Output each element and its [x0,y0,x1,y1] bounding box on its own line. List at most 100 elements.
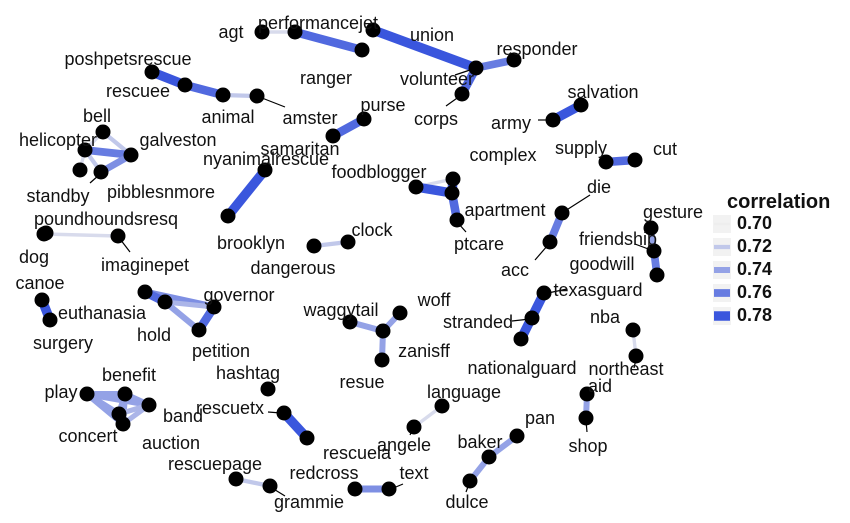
node-ranger [354,42,370,58]
node-label-poundhoundsresq: poundhoundsresq [34,209,178,229]
node-gesture [643,220,659,236]
legend-items: 0.700.720.740.760.78 [713,213,772,325]
node-label-gesture: gesture [643,202,703,222]
node-imaginepet [110,228,126,244]
node-responder [506,52,522,68]
node-resue [374,352,390,368]
node-euthanasia [137,284,153,300]
node-label-stranded: stranded [443,312,513,332]
node-label-texasguard: texasguard [553,280,642,300]
node-stranded [524,310,540,326]
node-label-helicopter: helicopter [19,130,97,150]
node-label-dulce: dulce [445,492,488,512]
legend: correlation 0.700.720.740.760.78 [713,191,830,325]
node-label-die: die [587,177,611,197]
node-label-salvation: salvation [567,82,638,102]
node-label-hold: hold [137,325,171,345]
node-foodblogger [408,179,424,195]
node-rescuetx [276,405,292,421]
node-benefit [117,386,133,402]
node-label-dog: dog [19,247,49,267]
node-die [554,205,570,221]
node-label-goodwill: goodwill [569,254,634,274]
node-label-northeast: northeast [588,359,663,379]
node-label-amster: amster [282,108,337,128]
node-label-poshpetsrescue: poshpetsrescue [64,49,191,69]
node-agt [254,24,270,40]
node-label-galveston: galveston [139,130,216,150]
node-label-foodblogger: foodblogger [331,162,426,182]
node-label-pibblesnmore: pibblesnmore [107,182,215,202]
node-label-euthanasia: euthanasia [58,303,147,323]
node-label-ranger: ranger [300,68,352,88]
node-hold [157,294,173,310]
edge-helicopter-galveston [81,146,135,159]
node-label-governor: governor [203,285,274,305]
node-label-zanisff: zanisff [398,341,451,361]
node-purse [356,111,372,127]
leader-line-amster [261,97,286,108]
node-pibblesnmore [72,162,88,178]
node-label-responder: responder [496,39,577,59]
node-cut [627,152,643,168]
node-rescuela [299,430,315,446]
edge-dog-imaginepet [42,232,120,238]
node-ptcare [449,212,465,228]
nodes-layer [34,22,665,497]
node-label-canoe: canoe [15,273,64,293]
node-label-concert: concert [58,426,117,446]
node-label-volunteer: volunteer [400,69,474,89]
node-language [434,398,450,414]
node-label-union: union [410,25,454,45]
node-union [365,22,381,38]
node-redcross [347,481,363,497]
node-texasguard [536,285,552,301]
node-label-text: text [399,463,428,483]
node-corps [454,86,470,102]
node-label-benefit: benefit [102,365,156,385]
node-dulce [462,473,478,489]
node-dangerous [306,238,322,254]
node-petition [191,322,207,338]
node-amster [249,88,265,104]
node-poshpetsrescue [144,64,160,80]
node-label-animal: animal [201,107,254,127]
node-label-baker: baker [457,432,502,452]
node-zanisff [375,323,391,339]
node-label-cut: cut [653,139,677,159]
node-label-complex: complex [469,145,536,165]
node-northeast [628,348,644,364]
node-label-rescuetx: rescuetx [196,398,264,418]
node-label-standby: standby [26,186,89,206]
node-label-rescuela: rescuela [323,443,392,463]
node-label-shop: shop [568,436,607,456]
node-canoe [34,292,50,308]
node-label-nyanimalrescue: nyanimalrescue [203,149,329,169]
node-label-rescuee: rescuee [106,81,170,101]
node-rescuepage [228,471,244,487]
node-rescuee [177,77,193,93]
node-band [141,397,157,413]
legend-label: 0.74 [737,259,772,279]
node-helicopter [77,142,93,158]
node-volunteer [468,60,484,76]
leader-line-die [564,194,591,212]
node-label-performancejet: performancejet [258,13,378,33]
node-complex [445,171,461,187]
edge-union-volunteer [368,25,481,73]
node-label-samaritan: samaritan [260,139,339,159]
node-label-resue: resue [339,372,384,392]
node-label-clock: clock [351,220,393,240]
node-label-surgery: surgery [33,333,93,353]
node-apartment [444,185,460,201]
node-grammie [262,478,278,494]
edge-ranger-performancejet [290,27,367,55]
legend-title: correlation [727,191,830,213]
node-label-brooklyn: brooklyn [217,233,285,253]
node-label-nationalguard: nationalguard [467,358,576,378]
node-supply [598,154,614,170]
node-text [381,481,397,497]
legend-label: 0.72 [737,236,772,256]
node-label-friendship: friendship [579,229,657,249]
